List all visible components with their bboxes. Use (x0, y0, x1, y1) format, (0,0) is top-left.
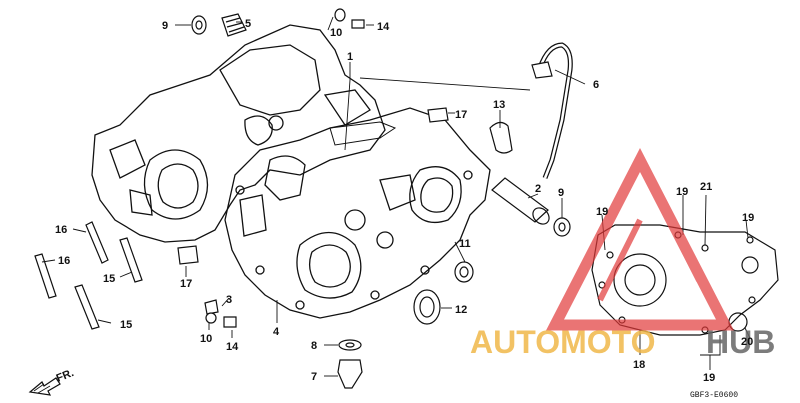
callout-15-bottom: 15 (120, 319, 132, 331)
callout-16-top: 16 (55, 224, 67, 236)
callout-2: 2 (535, 183, 541, 195)
diagram-code: GBF3-E0600 (690, 391, 738, 400)
callout-15-top: 15 (103, 273, 115, 285)
callout-10-top: 10 (330, 27, 342, 39)
callout-14-top: 14 (377, 21, 390, 33)
callout-19-right: 19 (742, 212, 754, 224)
front-arrow-icon (28, 377, 61, 396)
watermark-brand-left: AUTOMOTO (470, 324, 655, 360)
callout-3: 3 (226, 294, 232, 306)
leader-lines (41, 16, 751, 377)
callout-9-top: 9 (162, 20, 168, 32)
callout-19-mid: 19 (676, 186, 688, 198)
callout-9-right: 9 (558, 187, 564, 199)
callout-7: 7 (311, 371, 317, 383)
callout-6: 6 (593, 79, 599, 91)
callout-1: 1 (347, 51, 353, 63)
callout-20: 20 (741, 336, 753, 348)
callout-17-top: 17 (455, 109, 467, 121)
callout-12: 12 (455, 304, 467, 316)
callout-19-left: 19 (596, 206, 608, 218)
callout-11: 11 (459, 238, 471, 250)
callout-5: 5 (245, 18, 251, 30)
right-crankcase (224, 107, 491, 319)
callout-18: 18 (633, 359, 645, 371)
callout-13: 13 (493, 99, 505, 111)
callout-21: 21 (700, 181, 712, 193)
callout-8: 8 (311, 340, 317, 352)
callout-19-bottom: 19 (703, 372, 715, 384)
left-crankcase (91, 24, 386, 243)
callouts: 9 5 10 14 1 6 17 13 2 9 11 12 17 3 10 14… (55, 18, 754, 384)
small-parts (34, 8, 573, 389)
callout-16-bottom: 16 (58, 255, 70, 267)
watermark-brand-right: HUB (706, 324, 775, 360)
watermark-logo (545, 147, 735, 331)
callout-17-bottom: 17 (180, 278, 192, 290)
callout-10-bottom: 10 (200, 333, 212, 345)
callout-14-bottom: 14 (226, 341, 239, 353)
callout-4: 4 (273, 326, 280, 338)
front-marker-label: FR. (55, 367, 76, 385)
